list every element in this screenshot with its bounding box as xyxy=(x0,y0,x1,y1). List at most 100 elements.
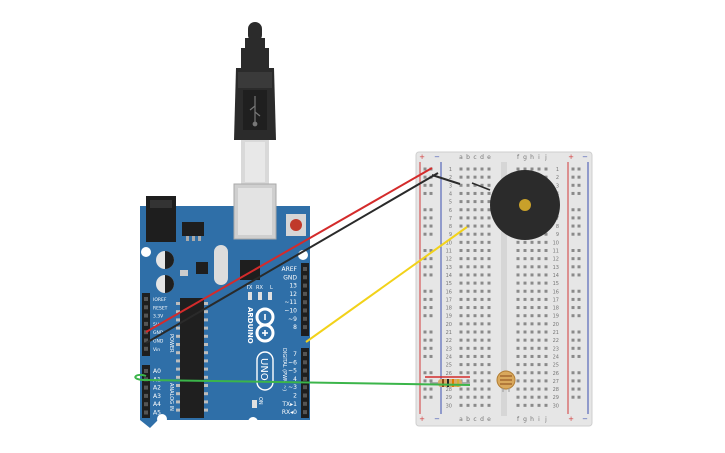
breadboard-hole[interactable] xyxy=(544,346,548,350)
breadboard-hole[interactable] xyxy=(480,249,484,252)
breadboard-hole[interactable] xyxy=(480,403,484,407)
header-pin[interactable] xyxy=(303,401,307,406)
rail-hole[interactable] xyxy=(423,183,427,187)
header-pin[interactable] xyxy=(303,360,307,365)
breadboard-hole[interactable] xyxy=(466,224,470,228)
breadboard-hole[interactable] xyxy=(466,200,470,204)
breadboard-hole[interactable] xyxy=(530,387,534,391)
breadboard-hole[interactable] xyxy=(530,354,534,358)
breadboard-hole[interactable] xyxy=(480,330,484,334)
rail-hole[interactable] xyxy=(429,257,433,261)
breadboard-hole[interactable] xyxy=(523,265,527,269)
breadboard-hole[interactable] xyxy=(530,363,534,367)
breadboard-hole[interactable] xyxy=(523,395,527,399)
breadboard-hole[interactable] xyxy=(473,395,477,399)
rail-hole[interactable] xyxy=(571,216,575,220)
header-pin[interactable] xyxy=(144,410,148,415)
breadboard-hole[interactable] xyxy=(473,240,477,244)
breadboard-hole[interactable] xyxy=(473,175,477,179)
breadboard-hole[interactable] xyxy=(523,167,527,171)
breadboard-hole[interactable] xyxy=(530,249,534,252)
breadboard-hole[interactable] xyxy=(459,363,463,367)
breadboard-hole[interactable] xyxy=(523,297,527,301)
rail-hole[interactable] xyxy=(423,346,427,350)
breadboard-hole[interactable] xyxy=(530,240,534,244)
breadboard-hole[interactable] xyxy=(480,240,484,244)
breadboard-hole[interactable] xyxy=(544,371,548,375)
breadboard-hole[interactable] xyxy=(480,371,484,375)
header-pin[interactable] xyxy=(144,385,148,390)
breadboard-hole[interactable] xyxy=(487,249,491,252)
breadboard-hole[interactable] xyxy=(459,306,463,310)
breadboard-hole[interactable] xyxy=(487,338,491,342)
breadboard-hole[interactable] xyxy=(473,183,477,187)
breadboard-hole[interactable] xyxy=(459,338,463,342)
breadboard-hole[interactable] xyxy=(487,322,491,326)
breadboard-hole[interactable] xyxy=(523,281,527,285)
breadboard-hole[interactable] xyxy=(487,354,491,358)
rail-hole[interactable] xyxy=(423,216,427,220)
rail-hole[interactable] xyxy=(423,330,427,334)
rail-hole[interactable] xyxy=(571,346,575,350)
breadboard-hole[interactable] xyxy=(487,314,491,318)
breadboard-hole[interactable] xyxy=(537,281,541,285)
rail-hole[interactable] xyxy=(423,257,427,261)
rail-hole[interactable] xyxy=(577,232,581,236)
breadboard-hole[interactable] xyxy=(466,363,470,367)
rail-hole[interactable] xyxy=(423,289,427,293)
breadboard[interactable]: 1122334455667788991010111112121313141415… xyxy=(415,151,593,427)
breadboard-hole[interactable] xyxy=(537,167,541,171)
breadboard-hole[interactable] xyxy=(530,330,534,334)
rail-hole[interactable] xyxy=(577,191,581,195)
photoresistor[interactable] xyxy=(496,370,516,392)
breadboard-hole[interactable] xyxy=(487,208,491,212)
breadboard-hole[interactable] xyxy=(523,387,527,391)
breadboard-hole[interactable] xyxy=(473,403,477,407)
breadboard-hole[interactable] xyxy=(459,281,463,285)
breadboard-hole[interactable] xyxy=(487,265,491,269)
breadboard-hole[interactable] xyxy=(487,297,491,301)
breadboard-hole[interactable] xyxy=(473,224,477,228)
breadboard-hole[interactable] xyxy=(487,183,491,187)
breadboard-hole[interactable] xyxy=(516,257,520,261)
breadboard-hole[interactable] xyxy=(473,338,477,342)
header-pin[interactable] xyxy=(303,275,307,280)
piezo-buzzer[interactable] xyxy=(471,170,560,240)
breadboard-hole[interactable] xyxy=(530,322,534,326)
breadboard-hole[interactable] xyxy=(459,200,463,204)
arduino-uno-board[interactable]: TX RX L ARDUINO UNO ON DIGITAL (PWM ~) P… xyxy=(140,183,310,428)
breadboard-hole[interactable] xyxy=(480,306,484,310)
breadboard-hole[interactable] xyxy=(459,232,463,236)
rail-hole[interactable] xyxy=(571,289,575,293)
breadboard-hole[interactable] xyxy=(544,330,548,334)
rail-hole[interactable] xyxy=(429,387,433,391)
breadboard-hole[interactable] xyxy=(473,297,477,301)
rail-hole[interactable] xyxy=(577,297,581,301)
breadboard-hole[interactable] xyxy=(487,289,491,293)
header-pin[interactable] xyxy=(303,300,307,305)
breadboard-hole[interactable] xyxy=(516,167,520,171)
rail-hole[interactable] xyxy=(577,306,581,310)
header-pin[interactable] xyxy=(144,297,148,301)
breadboard-hole[interactable] xyxy=(516,281,520,285)
breadboard-hole[interactable] xyxy=(516,379,520,383)
header-pin[interactable] xyxy=(144,402,148,407)
breadboard-hole[interactable] xyxy=(544,289,548,293)
breadboard-hole[interactable] xyxy=(459,371,463,375)
rail-hole[interactable] xyxy=(429,371,433,375)
breadboard-hole[interactable] xyxy=(466,265,470,269)
header-pin[interactable] xyxy=(144,393,148,398)
breadboard-hole[interactable] xyxy=(537,265,541,269)
rail-hole[interactable] xyxy=(429,297,433,301)
breadboard-hole[interactable] xyxy=(466,257,470,261)
breadboard-hole[interactable] xyxy=(523,257,527,261)
breadboard-hole[interactable] xyxy=(487,224,491,228)
rail-hole[interactable] xyxy=(423,273,427,277)
breadboard-hole[interactable] xyxy=(516,249,520,252)
header-pin[interactable] xyxy=(144,369,148,373)
header-pin[interactable] xyxy=(303,325,307,330)
breadboard-hole[interactable] xyxy=(466,191,470,195)
rail-hole[interactable] xyxy=(571,167,575,171)
breadboard-hole[interactable] xyxy=(544,257,548,261)
breadboard-hole[interactable] xyxy=(537,338,541,342)
